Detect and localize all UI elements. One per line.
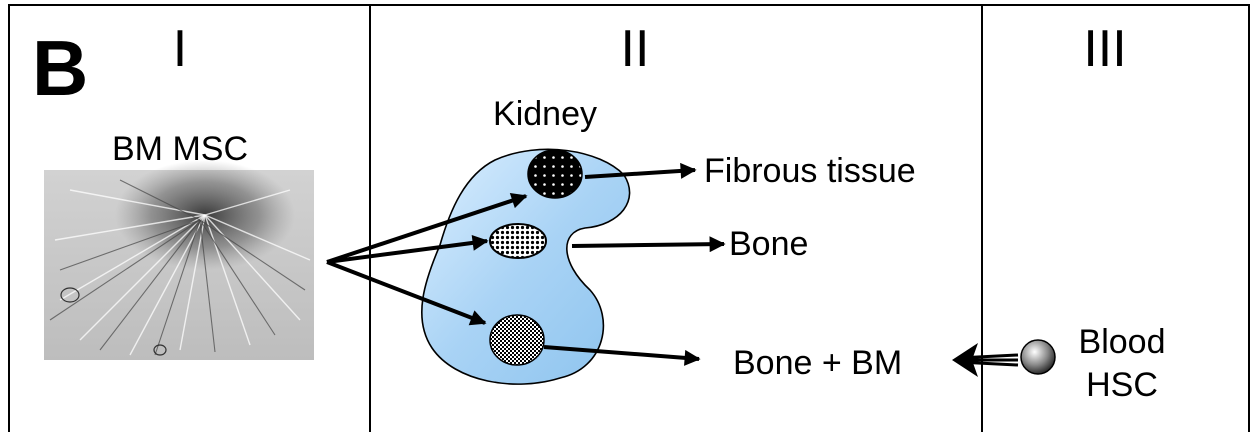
- bm-msc-micrograph: [44, 160, 314, 360]
- column-numeral-3: III: [1083, 20, 1126, 78]
- panel-letter: B: [32, 24, 88, 112]
- bone-bm-nodule: [490, 315, 544, 365]
- column-numeral-1: I: [173, 20, 187, 78]
- hsc-label: HSC: [1086, 366, 1158, 404]
- bone-nodule: [490, 224, 546, 258]
- fibrous-tissue-nodule: [528, 150, 582, 198]
- bone-bm-label: Bone + BM: [733, 344, 902, 382]
- column-numeral-2: II: [621, 20, 650, 78]
- blood-label: Blood: [1079, 323, 1166, 361]
- hsc-arrow: [952, 343, 1018, 377]
- fibrous-tissue-label: Fibrous tissue: [704, 152, 916, 190]
- bone-label: Bone: [729, 225, 808, 263]
- hsc-cell-icon: [1021, 340, 1055, 374]
- kidney-label: Kidney: [493, 95, 597, 133]
